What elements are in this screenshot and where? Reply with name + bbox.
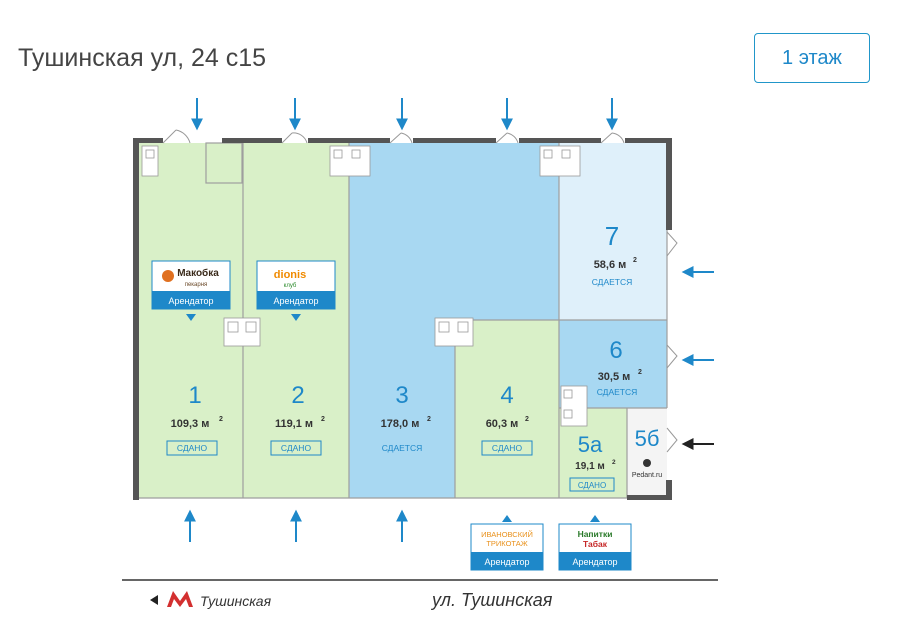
unit-status: СДАНО	[281, 443, 312, 453]
unit-status: СДАНО	[492, 443, 523, 453]
doors	[162, 129, 678, 453]
unit-5b-area[interactable]	[627, 408, 667, 498]
unit-area: 30,5 м	[598, 371, 631, 383]
area-superscript: 2	[633, 257, 637, 264]
unit-status: СДАНО	[578, 481, 606, 490]
tenant-4-role: Арендатор	[572, 557, 617, 567]
unit-5b-label: 5б Pedant.ru	[632, 426, 662, 479]
unit-number: 2	[291, 382, 304, 409]
page-title: Тушинская ул, 24 с15	[18, 44, 267, 72]
area-superscript: 2	[427, 416, 431, 423]
unit-number: 6	[609, 337, 622, 364]
tenant-card-drinks[interactable]: Напитки Табак Арендатор	[558, 515, 632, 571]
unit-number: 1	[188, 382, 201, 409]
unit-area: 119,1 м	[275, 418, 313, 430]
tenant-1-logo: Mакобка	[177, 267, 219, 279]
entrance-arrows-top	[191, 98, 618, 131]
pointer-icon	[590, 515, 600, 522]
pointer-icon	[291, 314, 301, 321]
unit-5a-label: 5а 19,1 м 2 СДАНО	[569, 432, 616, 492]
unit-status: СДАЕТСЯ	[597, 387, 638, 397]
tenant-card-1[interactable]: Mакобка пекарня Арендатор	[151, 260, 231, 321]
street-name-label: ул. Тушинская	[430, 590, 553, 610]
unit-status: СДАЕТСЯ	[382, 443, 423, 453]
exterior-walls	[133, 138, 672, 500]
bakery-logo-icon	[162, 270, 174, 282]
tenant-card-2[interactable]: dionis клуб Арендатор	[256, 260, 336, 321]
area-superscript: 2	[219, 416, 223, 423]
area-superscript: 2	[321, 416, 325, 423]
tenant-3-role: Арендатор	[484, 557, 529, 567]
tenant-card-ivanovsky[interactable]: ИВАНОВСКИЙ ТРИКОТАЖ Арендатор	[470, 515, 544, 571]
pointer-icon	[186, 314, 196, 321]
tenant-4-logo-line2: Табак	[583, 539, 608, 549]
tenant-3-logo-line2: ТРИКОТАЖ	[486, 539, 527, 548]
tenant-2-logo-sub: клуб	[284, 283, 297, 289]
unit-4-label: 4 60,3 м 2 СДАНО	[481, 382, 533, 456]
tenant-1-logo-sub: пекарня	[185, 282, 208, 288]
unit-area: 58,6 м	[594, 259, 627, 271]
metro-station-label: Тушинская	[200, 593, 272, 609]
pedant-logo-icon	[643, 459, 651, 467]
unit-status: СДАНО	[177, 443, 208, 453]
unit-6-label: 6 30,5 м 2 СДАЕТСЯ	[597, 337, 642, 397]
area-superscript: 2	[612, 459, 616, 466]
area-superscript: 2	[638, 369, 642, 376]
area-superscript: 2	[525, 416, 529, 423]
unit-4-area[interactable]	[455, 320, 559, 498]
unit-3-label: 3 178,0 м 2 СДАЕТСЯ	[381, 382, 431, 453]
unit-number: 4	[500, 382, 513, 409]
unit-number: 3	[395, 382, 408, 409]
floor-selector-button[interactable]: 1 этаж	[754, 33, 870, 83]
unit-area: 109,3 м	[171, 418, 210, 430]
tenant-1-role: Арендатор	[168, 296, 213, 306]
fixtures	[141, 145, 588, 427]
tenant-2-role: Арендатор	[273, 296, 318, 306]
unit-1-label: 1 109,3 м 2 СДАНО	[166, 382, 223, 456]
unit-number: 7	[605, 221, 619, 251]
tenant-2-logo: dionis	[274, 269, 306, 281]
unit-area: 178,0 м	[381, 418, 420, 430]
entrance-arrows-right	[681, 266, 714, 366]
pointer-icon	[502, 515, 512, 522]
unit-area: 19,1 м	[575, 461, 605, 472]
unit-area: 60,3 м	[486, 418, 519, 430]
entrance-arrows-bottom	[184, 509, 408, 542]
metro-direction-icon	[150, 595, 158, 605]
unit-status: СДАЕТСЯ	[592, 277, 633, 287]
pedant-label: Pedant.ru	[632, 472, 662, 479]
tenant-4-logo-line1: Напитки	[578, 529, 613, 539]
metro-m-icon	[167, 591, 193, 607]
unit-number: 5б	[635, 426, 660, 451]
unit-2-label: 2 119,1 м 2 СДАНО	[270, 382, 325, 456]
unit-number: 5а	[578, 432, 603, 457]
unit-7-label: 7 58,6 м 2 СДАЕТСЯ	[592, 221, 637, 287]
tenant-3-logo-line1: ИВАНОВСКИЙ	[481, 530, 533, 539]
